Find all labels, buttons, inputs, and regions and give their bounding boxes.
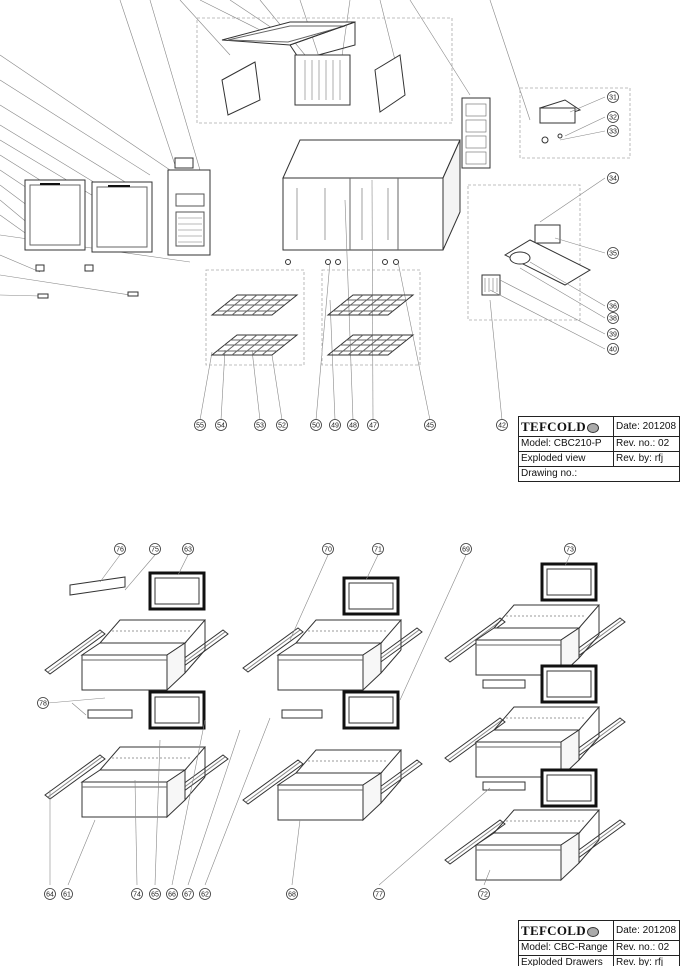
callout-label: 54 (217, 423, 225, 430)
top-panels (221, 21, 406, 116)
date-field: Date: 201208 (616, 421, 677, 432)
callout-label: 72 (480, 892, 488, 899)
callout-label: 42 (498, 423, 506, 430)
callout-label: 70 (324, 547, 332, 554)
title-block-header: TEFCOLD Date: 201208 (519, 921, 679, 941)
callout-label: 73 (566, 547, 574, 554)
callout-label: 48 (349, 423, 357, 430)
cabinet-body (282, 97, 491, 251)
callout-label: 36 (609, 304, 617, 311)
callout-label: 64 (46, 892, 54, 899)
rev-by-field: Rev. by: rfj (616, 453, 664, 464)
callout-label: 71 (374, 547, 382, 554)
view-field: Exploded view (519, 452, 614, 466)
brand-logo-icon (586, 423, 599, 434)
model-field: Model: CBC-Range (519, 941, 614, 955)
drawer-column-3 (444, 562, 626, 881)
callout-label: 63 (184, 547, 192, 554)
callout-label: 65 (151, 892, 159, 899)
callout-label: 35 (609, 251, 617, 258)
callout-label: 47 (369, 423, 377, 430)
electrical-parts (538, 99, 582, 144)
callout-label: 78 (39, 701, 47, 708)
callout-label: 31 (609, 95, 617, 102)
rev-no-field: Rev. no.: 02 (616, 438, 670, 449)
doors-assembly (24, 157, 211, 299)
title-block-top: TEFCOLD Date: 201208 Model: CBC210-P Rev… (518, 416, 680, 482)
callout-label: 61 (63, 892, 71, 899)
bottom-exploded-drawers (44, 554, 626, 886)
date-field: Date: 201208 (616, 925, 677, 936)
callout-label: 33 (609, 129, 617, 136)
brand-logo-icon (586, 927, 599, 938)
drawing-no-field: Drawing no.: (521, 468, 578, 479)
callout-label: 50 (312, 423, 320, 430)
rev-no-field: Rev. no.: 02 (616, 942, 670, 953)
title-block-bottom: TEFCOLD Date: 201208 Model: CBC-Range Re… (518, 920, 680, 966)
model-field: Model: CBC210-P (519, 437, 614, 451)
callout-label: 75 (151, 547, 159, 554)
callout-label: 62 (201, 892, 209, 899)
callout-label: 32 (609, 115, 617, 122)
callout-label: 39 (609, 332, 617, 339)
callout-label: 55 (196, 423, 204, 430)
callout-label: 74 (133, 892, 141, 899)
wire-shelves (211, 294, 414, 356)
compressor-unit (481, 224, 592, 296)
callout-label: 38 (609, 316, 617, 323)
callout-label: 53 (256, 423, 264, 430)
callout-label: 77 (375, 892, 383, 899)
drawer-column-1 (44, 571, 229, 818)
title-block-header: TEFCOLD Date: 201208 (519, 417, 679, 437)
callout-label: 34 (609, 176, 617, 183)
callout-label: 69 (462, 547, 470, 554)
view-field: Exploded Drawers (519, 956, 614, 966)
callout-label: 66 (168, 892, 176, 899)
callout-label: 68 (288, 892, 296, 899)
drawer-column-2 (242, 576, 423, 821)
top-exploded-view (0, 0, 631, 421)
callout-label: 67 (184, 892, 192, 899)
brand-name: TEFCOLD (521, 419, 586, 434)
brand-name: TEFCOLD (521, 923, 586, 938)
callout-label: 45 (426, 423, 434, 430)
callout-labels: 31 32 33 34 35 36 38 39 40 42 45 47 48 4… (39, 95, 617, 899)
callout-label: 76 (116, 547, 124, 554)
rev-by-field: Rev. by: rfj (616, 957, 664, 966)
callout-label: 49 (331, 423, 339, 430)
callout-label: 40 (609, 347, 617, 354)
callout-label: 52 (278, 423, 286, 430)
shelf-screws (285, 259, 399, 265)
